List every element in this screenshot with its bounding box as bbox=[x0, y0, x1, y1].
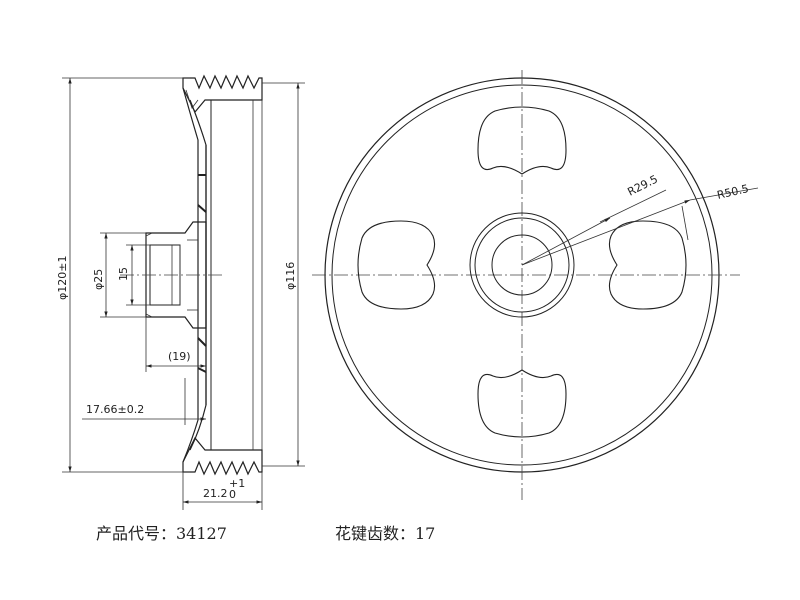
slot-top bbox=[477, 106, 567, 175]
width-label: 21.2 bbox=[203, 487, 228, 500]
hub-diameter-label: φ25 bbox=[92, 269, 105, 290]
hub bbox=[145, 221, 207, 329]
side-section-view: φ120±1 φ25 15 φ116 (19) 17.66±0.2 21.2 +… bbox=[56, 74, 305, 510]
product-code-caption: 产品代号：34127 bbox=[96, 524, 227, 543]
offset-1766-label: 17.66±0.2 bbox=[86, 403, 144, 416]
slot-left bbox=[357, 220, 436, 310]
radius-outer-label: R50.5 bbox=[716, 182, 750, 202]
top-groove-rim bbox=[182, 74, 263, 114]
bottom-groove-rim bbox=[182, 436, 263, 476]
offset-19-label: (19) bbox=[168, 350, 191, 363]
hub-bore-circle bbox=[491, 234, 553, 296]
radius-inner-label: R29.5 bbox=[625, 172, 660, 198]
front-view: R29.5 R50.5 bbox=[312, 70, 759, 500]
hub-outer-circle bbox=[469, 212, 575, 318]
bore-label: 15 bbox=[117, 267, 130, 281]
spline-teeth-caption: 花键齿数：17 bbox=[335, 524, 436, 543]
outer-diameter-label: φ120±1 bbox=[56, 256, 69, 300]
width-tol-lower: 0 bbox=[229, 488, 236, 501]
slot-bottom bbox=[477, 369, 567, 438]
groove-diameter-label: φ116 bbox=[284, 262, 297, 290]
width-tol-upper: +1 bbox=[229, 477, 245, 490]
slot-right bbox=[608, 220, 687, 310]
